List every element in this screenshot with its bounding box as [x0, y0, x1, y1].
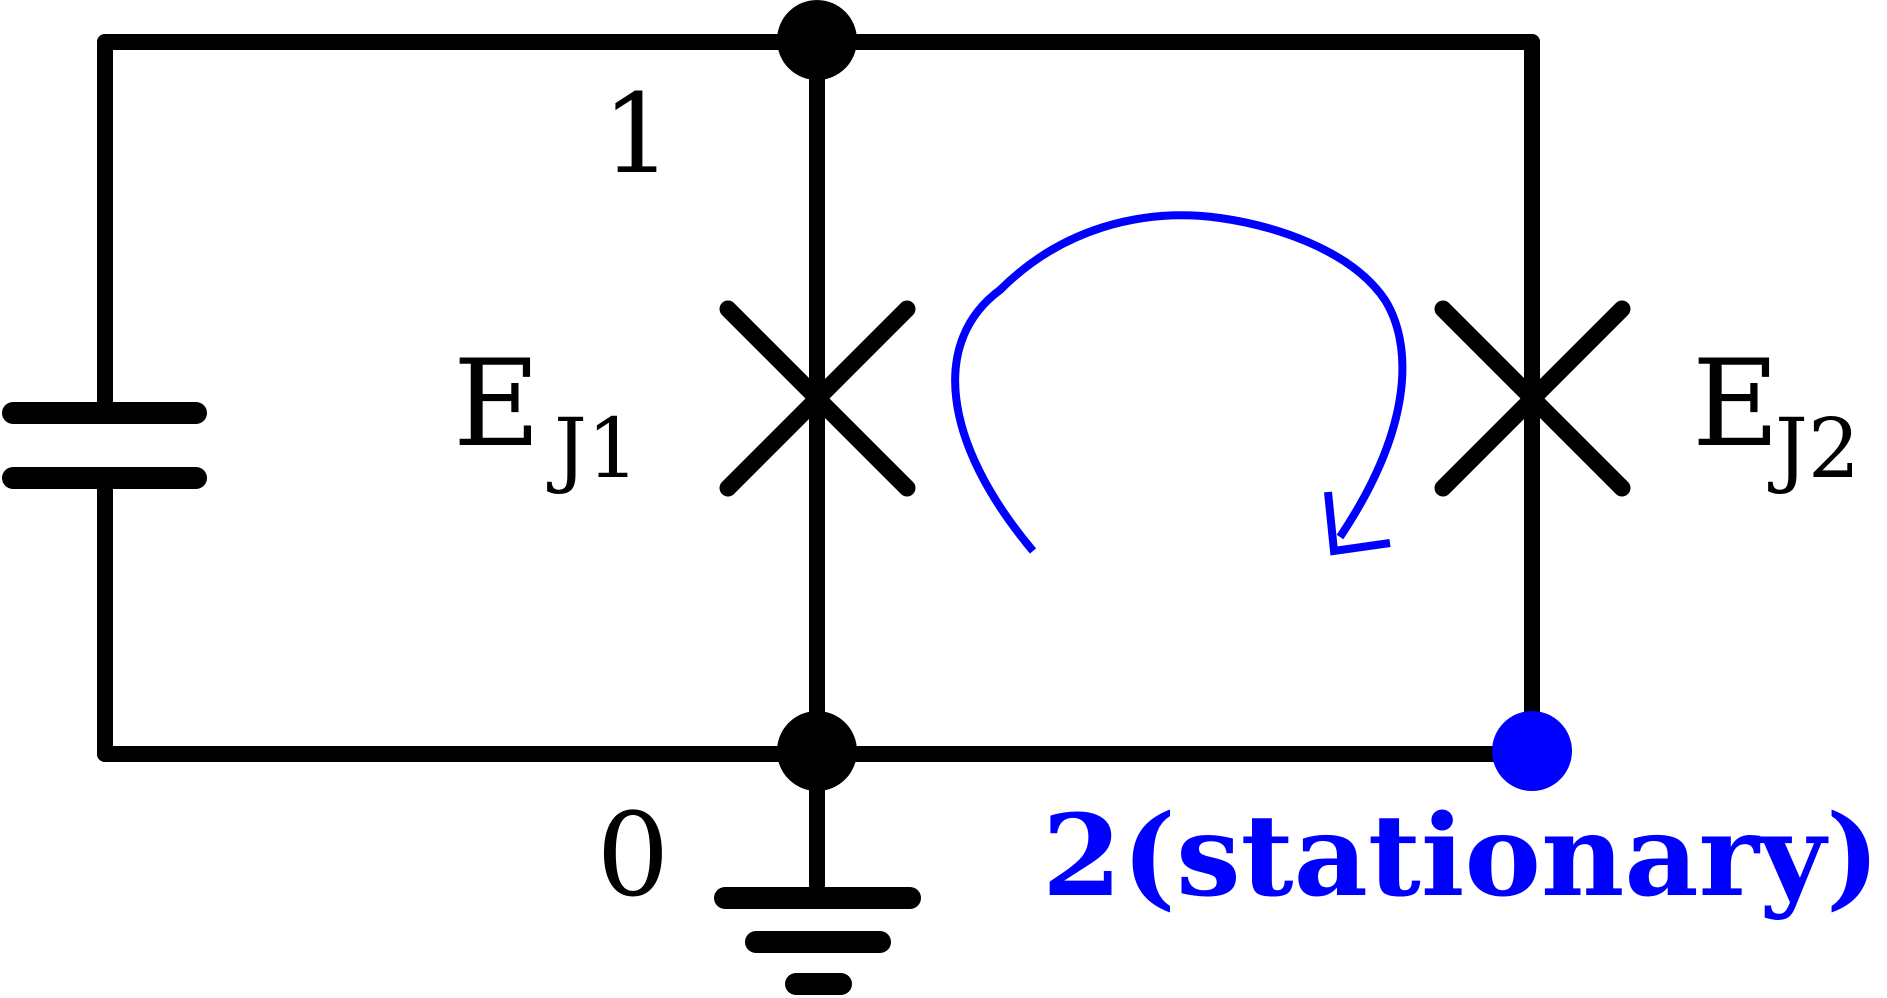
josephson-junction-2: [1434, 300, 1631, 497]
node-0-dot: [777, 711, 857, 791]
jj1-arm-b: [719, 300, 916, 497]
jj2-arm-b: [1434, 300, 1631, 497]
josephson-junction-1: [719, 300, 916, 497]
loop-arrow-curve: [951, 211, 1407, 554]
ground-symbol: [714, 887, 921, 995]
jj1-label: E J1: [453, 335, 639, 497]
jj1-label-sub: J1: [547, 402, 639, 497]
jj2-label-sub: J2: [1768, 402, 1860, 497]
node-0-label: 0: [596, 789, 669, 923]
node-1-dot: [777, 0, 857, 80]
jj2-label: E J2: [1692, 335, 1860, 497]
node-1-label: 1: [602, 70, 672, 198]
jj2-label-main: E: [1692, 335, 1780, 474]
loop-arrow-icon: [951, 211, 1407, 556]
node-2-label: 2(stationary): [1042, 791, 1880, 922]
node-2-dot: [1492, 711, 1572, 791]
loop-arrow-head: [1324, 491, 1391, 556]
capacitor-symbol: [2, 402, 207, 489]
jj1-label-main: E: [453, 335, 541, 474]
